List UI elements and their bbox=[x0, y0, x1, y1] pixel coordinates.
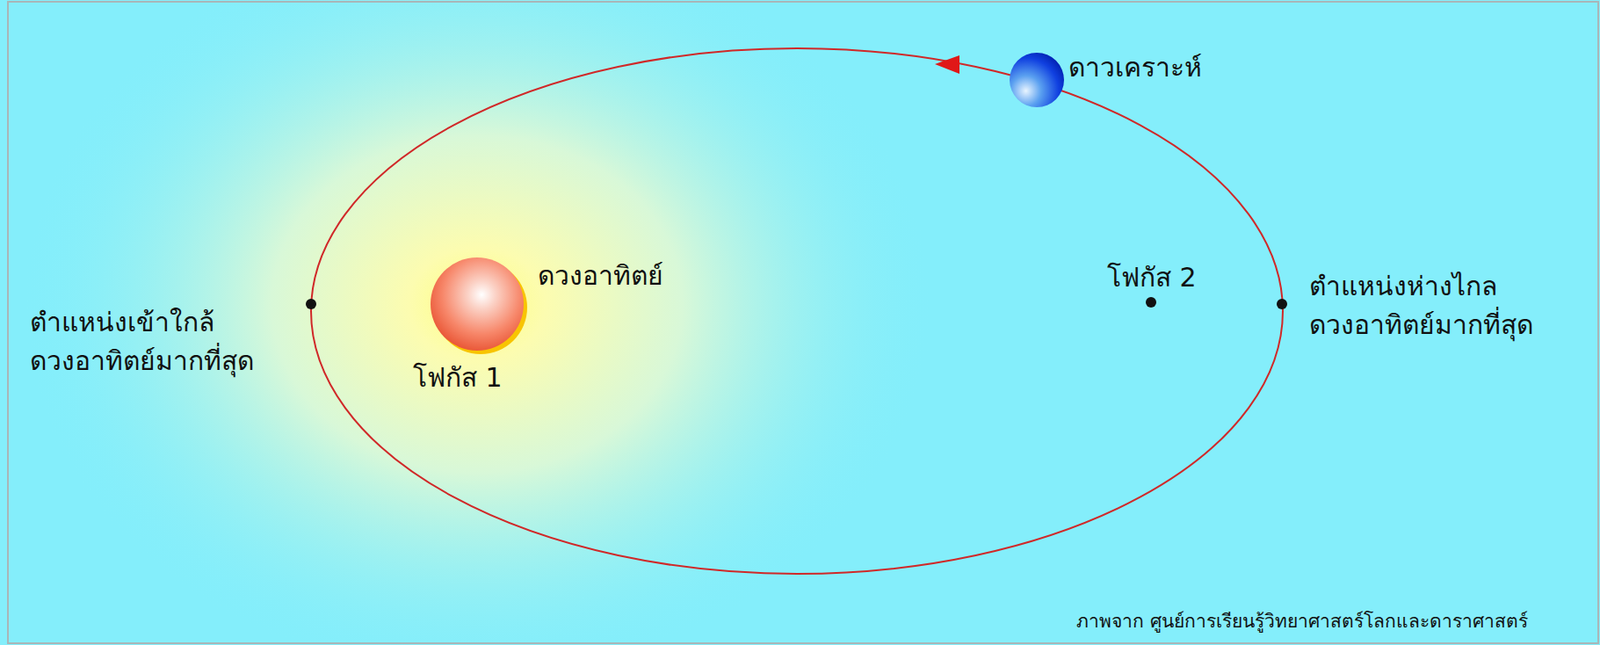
frame bbox=[7, 1, 1599, 644]
perihelion-dot bbox=[305, 298, 317, 310]
planet bbox=[1009, 52, 1065, 108]
source-caption: ภาพจาก ศูนย์การเรียนรู้วิทยาศาสตร์โลกและ… bbox=[1076, 608, 1528, 635]
focus-dot bbox=[1145, 296, 1157, 308]
aphelion-label: ตำแหน่งห่างไกล ดวงอาทิตย์มากที่สุด bbox=[1309, 267, 1535, 344]
planet-label: ดาวเคราะห์ bbox=[1068, 48, 1202, 87]
perihelion-label: ตำแหน่งเข้าใกล้ ดวงอาทิตย์มากที่สุด bbox=[29, 303, 256, 380]
aphelion-dot bbox=[1276, 298, 1288, 310]
orbit-ellipse bbox=[311, 48, 1283, 574]
sun bbox=[430, 257, 524, 351]
focus-label: โฟกัส 1 bbox=[412, 358, 503, 398]
sun-label: ดวงอาทิตย์ bbox=[537, 256, 664, 296]
focus-label: โฟกัส 2 bbox=[1107, 258, 1197, 297]
direction-arrow bbox=[934, 55, 960, 74]
